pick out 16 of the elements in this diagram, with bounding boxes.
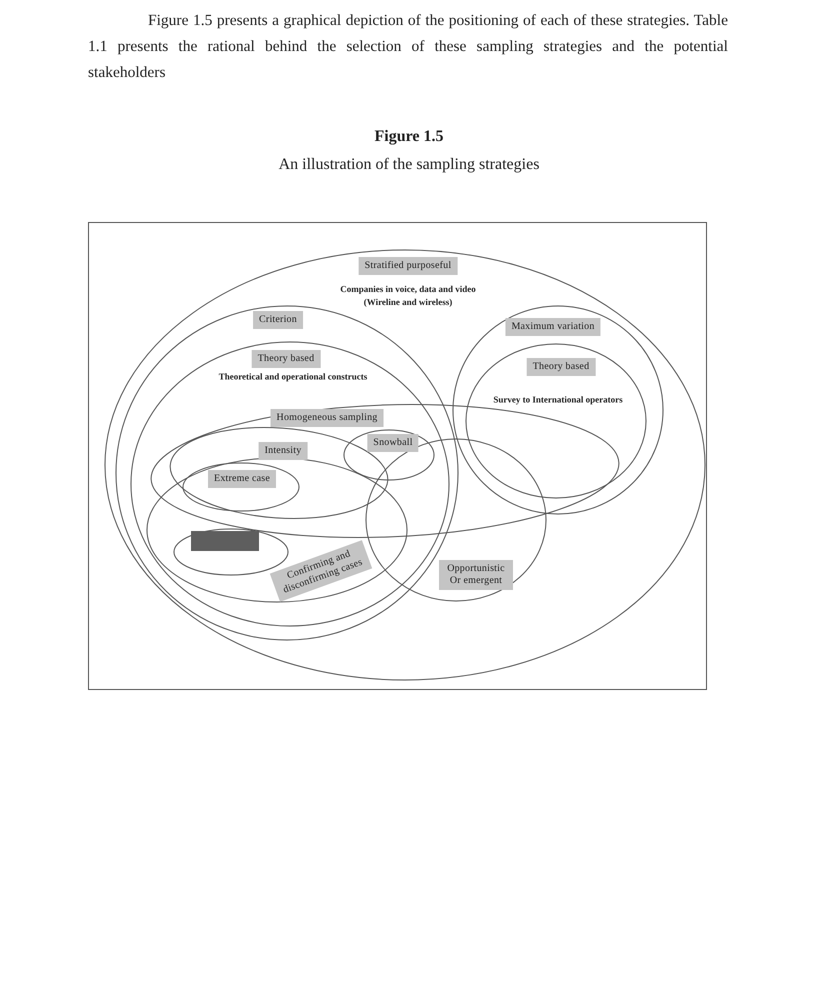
strategy-label: Snowball (367, 434, 419, 452)
strategy-label: Intensity (258, 442, 308, 460)
strategy-label: Opportunistic Or emergent (439, 560, 513, 590)
description-text: Survey to International operators (493, 394, 623, 406)
strategy-label: Criterion (253, 311, 303, 329)
description-text: Theoretical and operational constructs (218, 370, 368, 384)
strategy-label: Extreme case (208, 470, 276, 488)
strategy-label: Homogeneous sampling (270, 409, 384, 427)
strategy-label: Theory based (526, 358, 596, 376)
strategy-label: Maximum variation (505, 318, 601, 336)
figure-caption: An illustration of the sampling strategies (278, 156, 540, 174)
figure-title: Figure 1.5 (373, 128, 445, 146)
paragraph: Figure 1.5 presents a graphical depiction of the positioning of each of these strategies. Table 1.1 presents the rational behind the selection of these sampling strategies and the potential stakeholders (88, 11, 728, 83)
strategy-label: Stratified purposeful (358, 257, 458, 275)
strategy-label: Theory based (252, 350, 320, 368)
description-text: Companies in voice, data and video (Wireline and wireless) (339, 283, 477, 309)
